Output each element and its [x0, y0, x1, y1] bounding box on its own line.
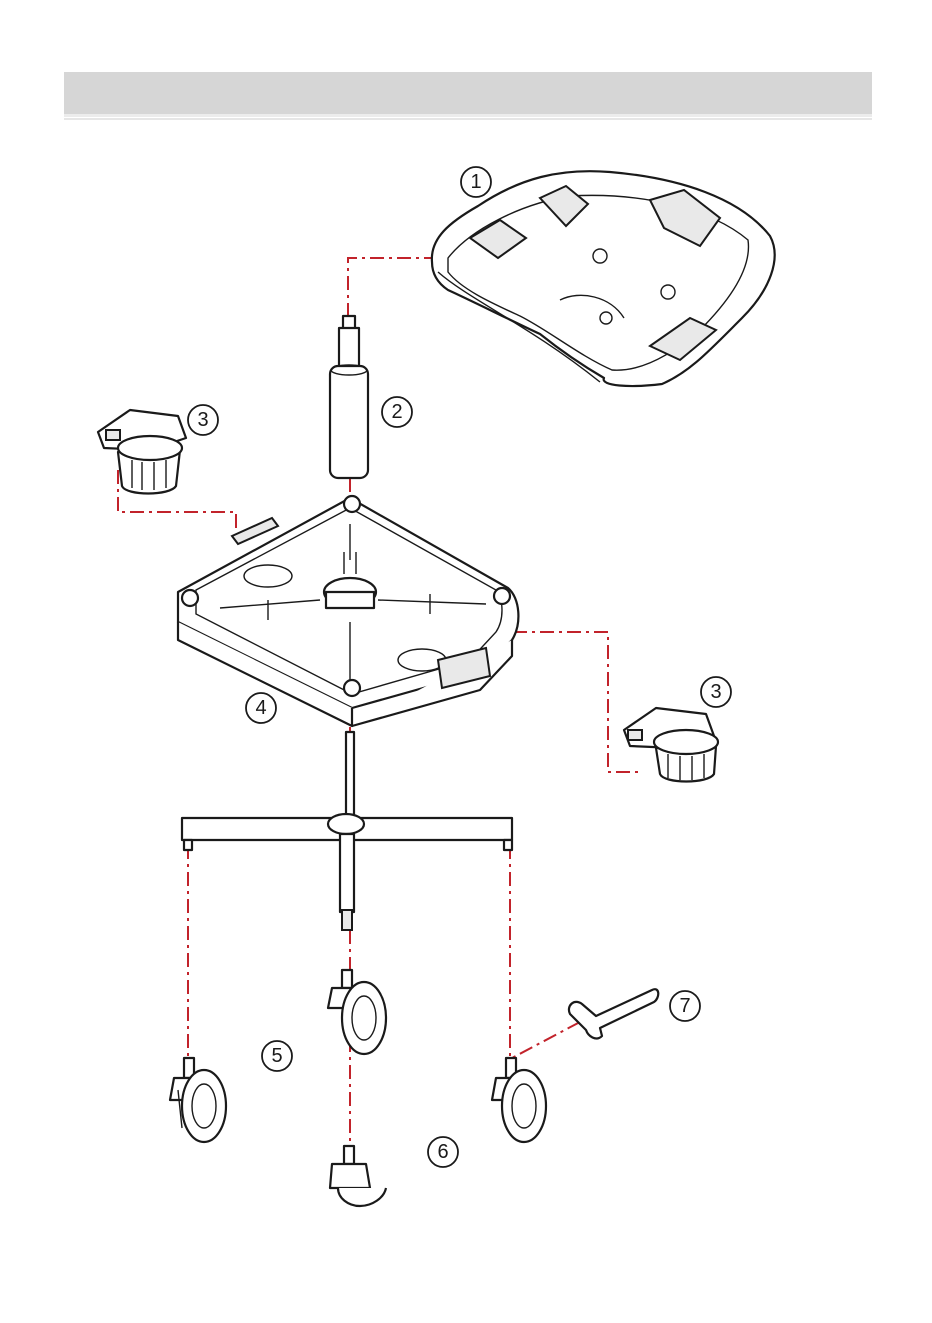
tray-frame-part — [178, 496, 518, 726]
caster-center-bottom-part — [330, 1146, 386, 1206]
base-cross-part — [182, 732, 512, 930]
guide-wrench-to-caster — [512, 1022, 580, 1058]
caster-left-part — [170, 1058, 226, 1142]
gas-lift-part — [330, 316, 368, 478]
callout-1-label: 1 — [470, 171, 481, 193]
callout-1: 1 — [461, 167, 491, 197]
seat-part — [432, 171, 775, 386]
callout-4-label: 4 — [255, 697, 266, 719]
callout-3a: 3 — [188, 405, 218, 435]
callout-2: 2 — [382, 397, 412, 427]
callout-4: 4 — [246, 693, 276, 723]
callout-3a-label: 3 — [197, 409, 208, 431]
cup-holder-left-part — [98, 410, 186, 494]
callout-7: 7 — [670, 991, 700, 1021]
callout-6-label: 6 — [437, 1141, 448, 1163]
wrench-part — [569, 989, 658, 1038]
callout-2-label: 2 — [391, 401, 402, 423]
guide-seat-to-gaslift — [348, 258, 438, 318]
caster-right-part — [492, 1058, 546, 1142]
callout-5-label: 5 — [271, 1045, 282, 1067]
callout-3b-label: 3 — [710, 681, 721, 703]
callout-7-label: 7 — [679, 995, 690, 1017]
caster-center-top-part — [328, 970, 386, 1054]
callout-5: 5 — [262, 1041, 292, 1071]
callout-3b: 3 — [701, 677, 731, 707]
callout-6: 6 — [428, 1137, 458, 1167]
cup-holder-right-part — [624, 708, 718, 782]
